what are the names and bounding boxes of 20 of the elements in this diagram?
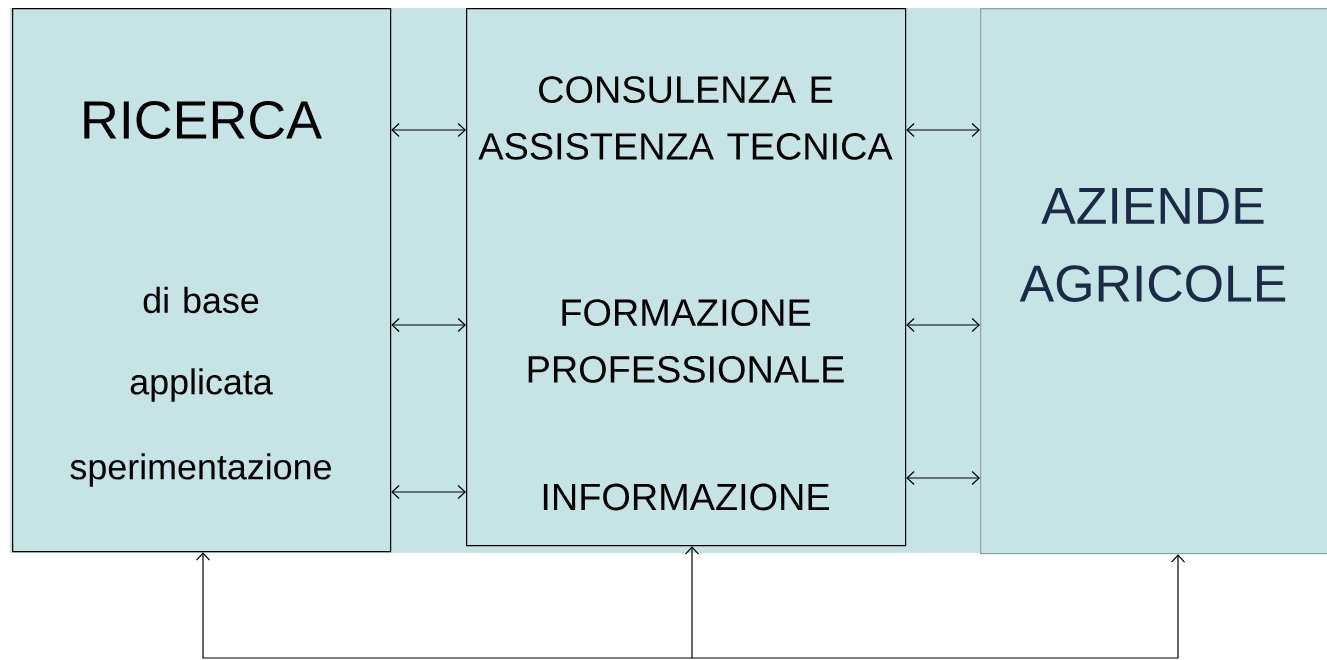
box-text: FORMAZIONE PROFESSIONALE: [528, 299, 844, 383]
arrow: [684, 546, 700, 659]
box-text: sperimentazione: [70, 453, 331, 487]
box-text: AZIENDE AGRICOLE: [1019, 188, 1286, 302]
box-text: CONSULENZA E ASSISTENZA TECNICA: [478, 76, 893, 160]
process-box: [466, 8, 907, 547]
arrow: [906, 122, 980, 138]
box-text: INFORMAZIONE: [543, 483, 829, 511]
process-box: [12, 8, 392, 553]
box-text: applicata: [130, 368, 273, 402]
arrow: [691, 554, 1186, 659]
process-box: [980, 8, 1327, 555]
box-text: RICERCA: [84, 100, 322, 140]
arrow: [391, 122, 466, 138]
arrow: [906, 470, 980, 486]
box-text: di base: [143, 286, 259, 314]
arrow: [391, 484, 466, 500]
arrow: [906, 317, 980, 333]
arrow: [195, 552, 693, 659]
arrow: [391, 317, 466, 333]
